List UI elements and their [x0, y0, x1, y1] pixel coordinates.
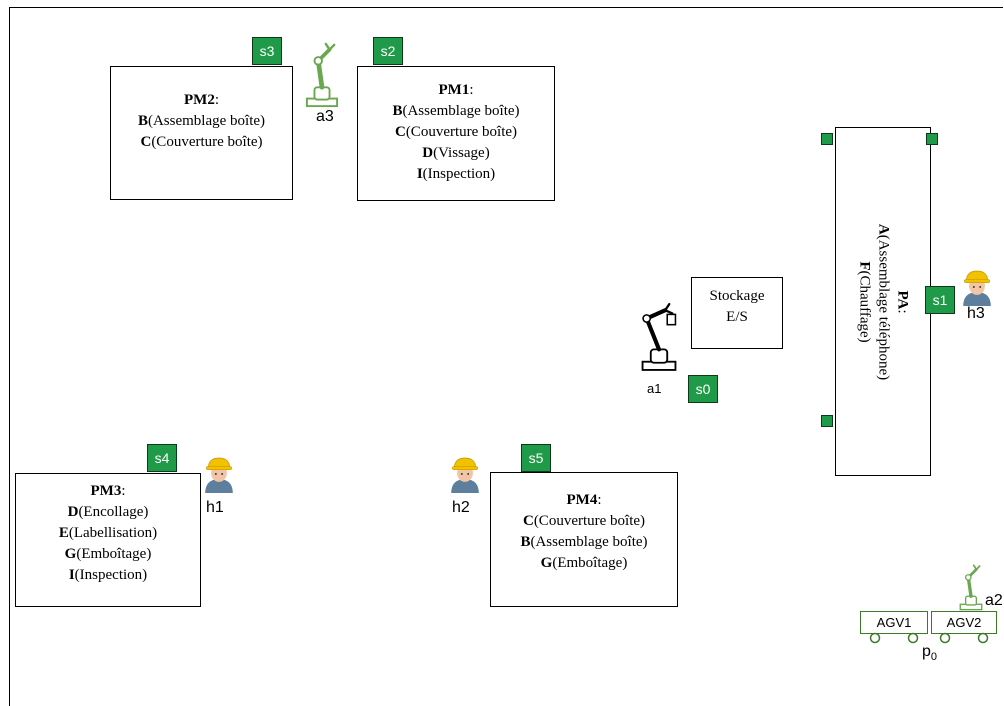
- machine-pm4: PM4: C(Couverture boîte) B(Assemblage bo…: [490, 472, 678, 607]
- worker-h1-icon: [203, 457, 235, 493]
- sensor-s1: s1: [925, 286, 955, 314]
- pa-connector: [926, 133, 938, 145]
- machine-pm2-op: C(Couverture boîte): [140, 134, 263, 150]
- agv2: AGV2: [931, 611, 997, 634]
- machine-pa: PA: A(Assemblage téléphone) F(Chauffage): [835, 127, 931, 476]
- machine-pm4-op: C(Couverture boîte): [522, 513, 646, 529]
- machine-pm1-op: D(Vissage): [422, 145, 490, 161]
- machine-pm3-op: I(Inspection): [68, 567, 148, 583]
- machine-pm3-op: D(Encollage): [67, 504, 149, 520]
- machine-pm4-title: PM4:: [566, 492, 602, 508]
- human-label-h1: h1: [206, 499, 224, 516]
- machine-pm1-op: I(Inspection): [416, 166, 496, 182]
- layout-frame: [9, 7, 1003, 706]
- human-label-h2: h2: [452, 499, 470, 516]
- machine-pm4-op: B(Assemblage boîte): [520, 534, 648, 550]
- machine-pa-text: PA: A(Assemblage téléphone) F(Chauffage): [856, 223, 911, 380]
- machine-pm2-title: PM2:: [184, 92, 219, 108]
- point-p0-label: p0: [922, 643, 938, 664]
- pa-connector: [821, 133, 833, 145]
- storage-sublabel: E/S: [726, 309, 748, 325]
- machine-pm2: PM2: B(Assemblage boîte) C(Couverture bo…: [110, 66, 293, 200]
- machine-pm2-op: B(Assemblage boîte): [137, 113, 266, 129]
- pa-connector: [821, 415, 833, 427]
- human-label-h3: h3: [967, 305, 985, 322]
- machine-pm3-title: PM3:: [90, 483, 126, 499]
- sensor-s5: s5: [521, 444, 551, 472]
- storage-label: Stockage: [709, 288, 765, 304]
- robot-label-a3: a3: [316, 108, 334, 125]
- sensor-s3: s3: [252, 37, 282, 65]
- robot-label-a1: a1: [647, 381, 662, 396]
- agv1: AGV1: [860, 611, 928, 634]
- storage-es: Stockage E/S: [691, 277, 783, 349]
- machine-pm3: PM3: D(Encollage) E(Labellisation) G(Emb…: [15, 473, 201, 607]
- robot-arm-a1-icon: [636, 300, 682, 372]
- robot-label-a2: a2: [985, 592, 1003, 609]
- robot-arm-a2-icon: [956, 564, 986, 611]
- sensor-s2: s2: [373, 37, 403, 65]
- agv1-wheels-icon: [869, 632, 919, 644]
- worker-h3-icon: [961, 270, 993, 306]
- machine-pm1-op: B(Assemblage boîte): [392, 103, 520, 119]
- worker-h2-icon: [449, 457, 481, 493]
- agv2-wheels-icon: [939, 632, 989, 644]
- robot-arm-a3-icon: [302, 42, 342, 108]
- machine-pm3-op: E(Labellisation): [58, 525, 158, 541]
- machine-pm1-title: PM1:: [438, 82, 474, 98]
- machine-pm4-op: G(Emboîtage): [540, 555, 628, 571]
- machine-pm1-op: C(Couverture boîte): [394, 124, 518, 140]
- sensor-s0: s0: [688, 375, 718, 403]
- machine-pm3-op: G(Emboîtage): [64, 546, 152, 562]
- machine-pm1: PM1: B(Assemblage boîte) C(Couverture bo…: [357, 66, 555, 201]
- sensor-s4: s4: [147, 444, 177, 472]
